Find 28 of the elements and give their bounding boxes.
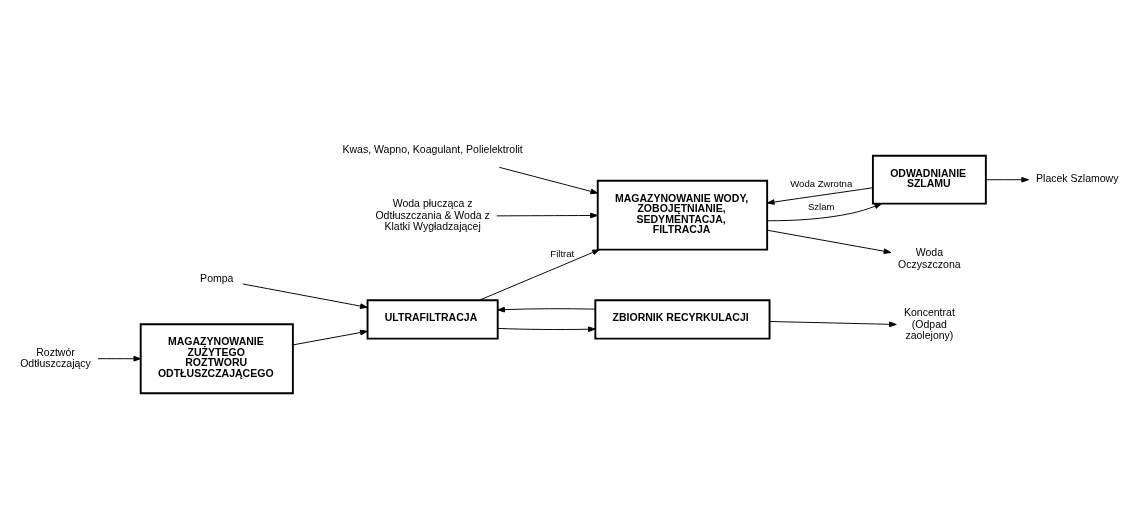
arrow (766, 229, 892, 254)
arrow (478, 248, 600, 301)
arrow (769, 320, 897, 327)
node-box: ODWADNIANIE SZLAMU (871, 154, 987, 205)
edge-label: Filtrat (550, 247, 575, 259)
node-text: Roztwór Odtłuszczający (20, 345, 91, 369)
node-box: MAGAZYNOWANIE WODY, ZOBOJĘTNIANIE, SEDYMENTACJA, FILTRACJA (596, 179, 769, 251)
node-box: ZBIORNIK RECYRKULACJI (594, 298, 771, 340)
arrow (498, 166, 599, 194)
arrow (292, 329, 368, 345)
edge-label: Szlam (807, 200, 835, 212)
arrow (497, 325, 596, 332)
arrow (766, 186, 874, 205)
node-text: Koncentrat (Odpad zaolejony) (903, 305, 955, 341)
arrow (985, 176, 1029, 183)
node-text: Kwas, Wapno, Koagulant, Polielektrolit (342, 142, 523, 155)
node-text: Placek Szlamowy (1036, 171, 1119, 184)
arrow (766, 202, 883, 221)
node-box: MAGAZYNOWANIE ZUŻYTEGO ROZTWORU ODTŁUSZCZAJĄCEGO (139, 322, 294, 394)
edge-label: Woda Zwrotna (790, 177, 853, 189)
node-text: Pompa (200, 271, 234, 284)
node-text: Woda Oczyszczona (898, 245, 961, 270)
node-box: ULTRAFILTRACJA (366, 298, 499, 340)
arrow (496, 212, 598, 218)
arrow (97, 355, 142, 362)
arrow (242, 282, 368, 309)
arrow (497, 306, 596, 312)
node-text: Woda płucząca z Odtłuszczania & Woda z Klatki Wygładzającej (375, 196, 490, 232)
